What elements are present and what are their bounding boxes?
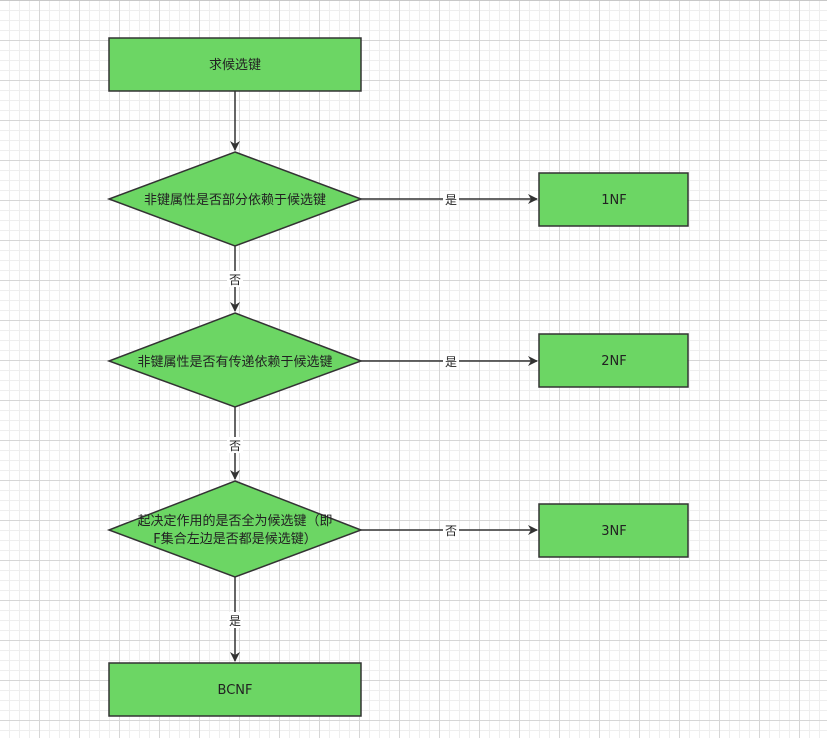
canvas-top-border [0,0,827,1]
edge-label-bg [443,191,459,207]
edge-label-q3-yes: 是 [229,614,241,628]
edge-label-q3-no: 否 [445,524,457,538]
result-bcnf[interactable] [108,662,362,717]
node-find-candidate-keys[interactable] [108,37,362,92]
decision-determinants-are-keys-label-line1: 起决定作用的是否全为候选键（即 [137,513,332,529]
edge-label-q1-no: 否 [229,273,241,287]
decision-determinants-are-keys-label-line2: F集合左边是否都是候选键） [153,531,316,547]
decision-partial-dependency[interactable] [106,151,364,247]
decision-partial-dependency-label: 非键属性是否部分依赖于候选键 [144,193,326,208]
result-2nf-label: 2NF [601,354,626,369]
result-bcnf-label: BCNF [218,683,253,698]
result-3nf[interactable] [538,503,689,558]
edge-label-bg [227,612,243,628]
result-3nf-label: 3NF [601,524,626,539]
result-1nf[interactable] [538,172,689,227]
edge-label-bg [443,522,459,538]
edge-label-q2-yes: 是 [445,355,457,369]
result-2nf[interactable] [538,333,689,388]
edge-label-bg [227,437,243,453]
edge-label-q1-yes: 是 [445,193,457,207]
decision-transitive-dependency[interactable] [106,312,364,408]
decision-transitive-dependency-label: 非键属性是否有传递依赖于候选键 [137,355,332,370]
edge-label-q2-no: 否 [229,439,241,453]
node-find-candidate-keys-label: 求候选键 [209,58,261,73]
decision-determinants-are-keys[interactable] [106,480,364,578]
edge-label-bg [227,271,243,287]
result-1nf-label: 1NF [601,193,626,208]
edge-label-bg [443,353,459,369]
